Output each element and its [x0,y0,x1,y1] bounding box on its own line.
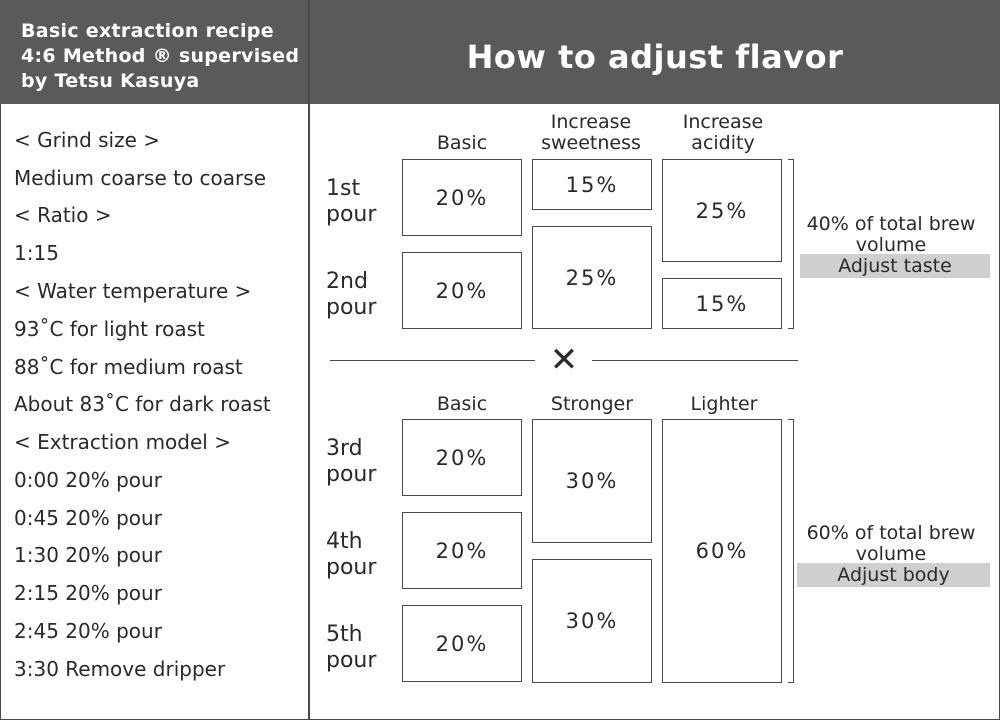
recipe-title-line: 4:6 Method ® supervised [21,45,300,67]
column-header-lighter: Lighter [690,393,758,415]
cross-icon: ✕ [549,340,579,380]
pour-label-3: 3rd pour [326,436,377,487]
recipe-item: 93˚C for light roast [14,317,205,341]
recipe-title-line: Basic extraction recipe [21,20,274,42]
recipe-item: < Water temperature > [14,279,252,303]
pour-label-1: 1st pour [326,176,377,227]
column-header-stronger: Stronger [550,393,634,415]
column-header-acidity: Increase acidity [682,111,764,154]
percent-box: 60% [662,419,782,683]
separator-line [330,360,535,361]
recipe-item: 2:15 20% pour [14,581,162,605]
percent-box: 30% [532,419,652,543]
recipe-item: 3:30 Remove dripper [14,657,226,681]
pour-label-5: 5th pour [326,622,377,673]
recipe-item: < Ratio > [14,203,112,227]
recipe-item: Medium coarse to coarse [14,166,266,190]
percent-box: 15% [662,278,782,329]
recipe-item: 1:15 [14,241,59,265]
column-divider [308,0,310,720]
pour-label-4: 4th pour [326,529,377,580]
taste-bracket [788,159,794,329]
recipe-header: Basic extraction recipe 4:6 Method ® sup… [0,0,308,104]
percent-box: 30% [532,559,652,683]
column-header-basic: Basic [436,132,488,154]
recipe-title-line: by Tetsu Kasuya [21,70,200,92]
percent-box: 20% [402,512,522,589]
percent-box: 25% [662,159,782,262]
recipe-item: 2:45 20% pour [14,619,162,643]
pour-label-2: 2nd pour [326,269,377,320]
percent-box: 20% [402,419,522,496]
recipe-item: About 83˚C for dark roast [14,392,271,416]
taste-volume-note: 40% of total brew volume [806,213,976,256]
recipe-item: < Grind size > [14,128,161,152]
percent-box: 20% [402,605,522,682]
percent-box: 20% [402,252,522,329]
recipe-item: 0:45 20% pour [14,506,162,530]
flavor-header: How to adjust flavor [310,0,1000,104]
percent-box: 25% [532,226,652,329]
body-volume-note: 60% of total brew volume [806,522,976,565]
recipe-item: < Extraction model > [14,430,231,454]
recipe-item: 0:00 20% pour [14,468,162,492]
percent-box: 15% [532,159,652,210]
recipe-item: 88˚C for medium roast [14,355,243,379]
flavor-title: How to adjust flavor [466,38,844,76]
column-header-basic: Basic [436,393,488,415]
adjust-body-band: Adjust body [797,563,990,587]
recipe-item: 1:30 20% pour [14,543,162,567]
column-header-sweetness: Increase sweetness [541,111,641,154]
adjust-taste-band: Adjust taste [800,254,990,278]
separator-line [592,360,798,361]
body-bracket [788,419,794,683]
percent-box: 20% [402,159,522,236]
